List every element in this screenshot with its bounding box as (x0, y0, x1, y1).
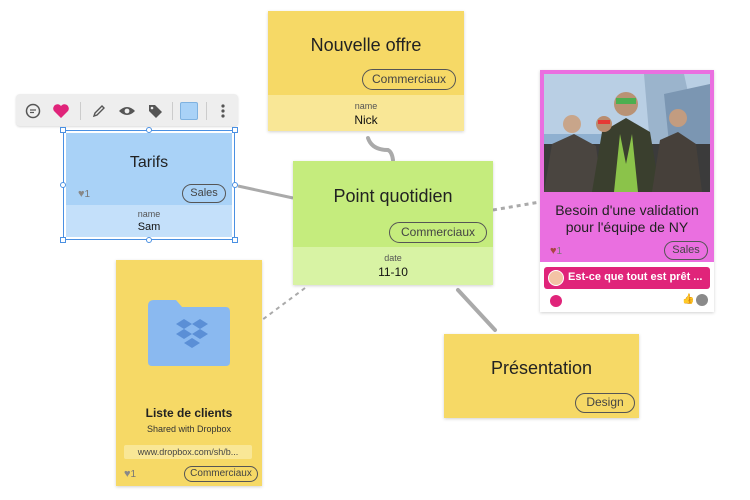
card-besoin-validation[interactable]: Besoin d'une validation pour l'équipe de… (540, 70, 714, 312)
heart-icon[interactable] (50, 100, 72, 122)
card-title: Tarifs (129, 154, 169, 171)
card-tag[interactable]: Commerciaux (184, 466, 258, 482)
resize-handle[interactable] (60, 182, 66, 188)
card-title: Nouvelle offre (310, 35, 422, 55)
card-title: Point quotidien (333, 186, 453, 206)
card-tag[interactable]: Sales (664, 241, 708, 260)
card-title: Présentation (490, 358, 593, 378)
card-nouvelle-offre[interactable]: Nouvelle offre Commerciaux name Nick (268, 11, 464, 131)
app-logo-icon (550, 295, 562, 307)
card-liste-clients[interactable]: Liste de clients Shared with Dropbox www… (116, 260, 262, 486)
user-avatar (696, 294, 708, 306)
card-tag[interactable]: Design (575, 393, 635, 413)
superheroes-image (544, 74, 710, 192)
field-label: name (137, 209, 161, 219)
card-toolbar (16, 94, 238, 126)
connector-point-presentation (456, 288, 497, 332)
resize-handle[interactable] (146, 237, 152, 243)
selection-outline (63, 130, 235, 240)
field-label: date (384, 253, 402, 263)
likes-count: ♥1 (124, 468, 137, 480)
field-value: 11-10 (378, 265, 408, 279)
heart-outline-icon: ♥ (124, 468, 131, 480)
more-options-icon[interactable] (212, 100, 234, 122)
card-footer: name Sam (66, 205, 232, 237)
eye-icon[interactable] (116, 100, 138, 122)
card-point-quotidien[interactable]: Point quotidien Commerciaux date 11-10 (293, 161, 493, 285)
tag-icon[interactable] (144, 100, 166, 122)
card-footer: name Nick (268, 95, 464, 131)
card-tag[interactable]: Commerciaux (362, 69, 456, 90)
card-title: Liste de clients (145, 406, 233, 420)
color-swatch (180, 102, 198, 120)
connector-point-liste (261, 287, 306, 321)
card-tag[interactable]: Sales (182, 184, 226, 203)
comment-icon[interactable] (22, 100, 44, 122)
toolbar-divider (80, 102, 81, 120)
field-value: Sam (137, 221, 161, 233)
likes-count: ♥1 (550, 245, 563, 257)
color-swatch-button[interactable] (178, 100, 200, 122)
resize-handle[interactable] (60, 237, 66, 243)
card-tarifs[interactable]: Tarifs ♥1 Sales name Sam (66, 133, 232, 237)
toolbar-divider (172, 102, 173, 120)
heart-outline-icon: ♥ (78, 188, 85, 200)
card-title: Besoin d'une validation pour l'équipe de… (555, 202, 699, 235)
resize-handle[interactable] (232, 237, 238, 243)
commenter-avatar (548, 270, 564, 286)
card-footer: date 11-10 (293, 247, 493, 285)
dropbox-folder-icon (148, 300, 230, 366)
likes-count: ♥1 (78, 188, 91, 200)
field-value: Nick (354, 113, 378, 127)
resize-handle[interactable] (146, 127, 152, 133)
resize-handle[interactable] (232, 127, 238, 133)
thumbs-up-icon[interactable]: 👍 (682, 294, 695, 305)
toolbar-divider (206, 102, 207, 120)
resize-handle[interactable] (232, 182, 238, 188)
comment-bubble[interactable]: Est-ce que tout est prêt ... (544, 267, 710, 289)
heart-outline-icon: ♥ (550, 245, 557, 257)
field-label: name (354, 101, 378, 111)
dropbox-link[interactable]: www.dropbox.com/sh/b... (124, 445, 252, 459)
card-tag[interactable]: Commerciaux (389, 222, 487, 243)
card-presentation[interactable]: Présentation Design (444, 334, 639, 418)
card-subtitle: Shared with Dropbox (146, 424, 232, 434)
resize-handle[interactable] (60, 127, 66, 133)
connector-point-besoin (492, 200, 541, 212)
comment-text: Est-ce que tout est prêt ... (568, 271, 703, 283)
connector-offre-point (366, 136, 395, 162)
connector-tarifs-point (237, 184, 294, 200)
pencil-icon[interactable] (88, 100, 110, 122)
